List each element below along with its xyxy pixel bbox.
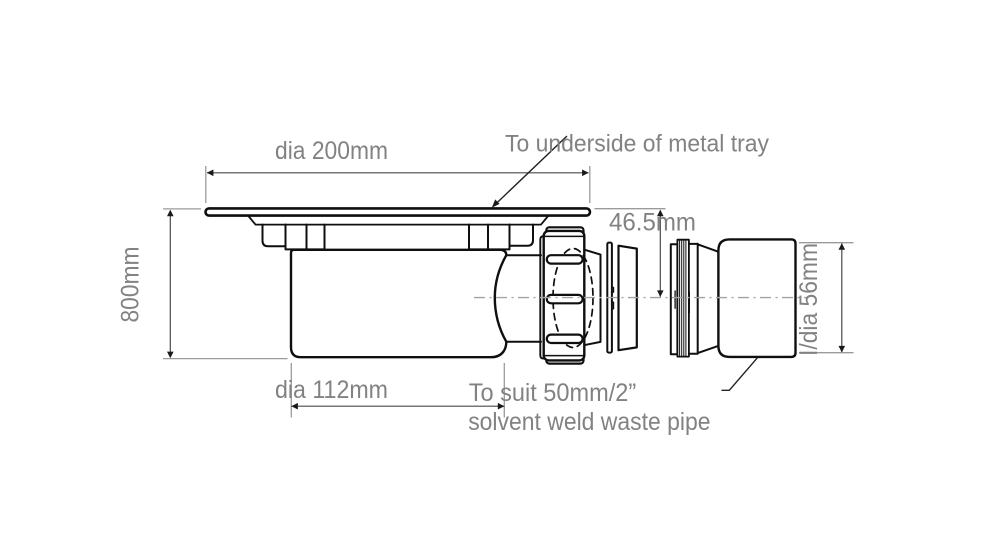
svg-text:To suit 50mm/2”: To suit 50mm/2” [469, 379, 637, 407]
svg-text:solvent weld waste pipe: solvent weld waste pipe [468, 408, 710, 436]
svg-text:dia 112mm: dia 112mm [275, 376, 388, 404]
svg-text:dia 200mm: dia 200mm [275, 137, 388, 165]
svg-text:I/dia 56mm: I/dia 56mm [795, 243, 823, 356]
svg-text:To underside of metal tray: To underside of metal tray [505, 131, 770, 158]
svg-text:800mm: 800mm [117, 247, 145, 323]
svg-text:46.5mm: 46.5mm [609, 209, 696, 237]
